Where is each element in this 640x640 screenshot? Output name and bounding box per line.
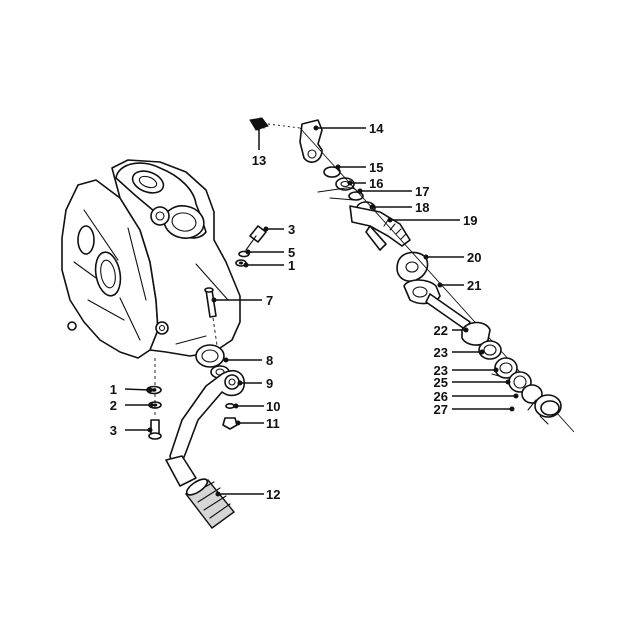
callout-7: 7 <box>266 293 273 308</box>
callout-11: 11 <box>266 416 280 431</box>
callout-2: 2 <box>110 398 117 413</box>
return-spring-27 <box>527 394 562 425</box>
transmission-housing <box>61 159 241 359</box>
callout-16: 16 <box>369 176 383 191</box>
seal-ring-8 <box>195 344 225 368</box>
callout-18: 18 <box>415 200 429 215</box>
toothed-segment-19 <box>349 205 411 251</box>
callout-26: 26 <box>434 389 448 404</box>
bushing-22 <box>461 321 491 346</box>
shift-pawl-14 <box>299 119 323 163</box>
callout-3-right: 3 <box>288 222 295 237</box>
kickstart-lever <box>165 370 246 487</box>
kickstart-shaft-21 <box>403 279 471 331</box>
callout-8: 8 <box>266 353 273 368</box>
washer-26 <box>521 384 543 404</box>
screw-plug-13 <box>249 117 269 131</box>
clamp-bolt-10 <box>225 402 235 409</box>
callout-22: 22 <box>434 323 448 338</box>
clamp-nut-11 <box>222 417 238 430</box>
callout-21: 21 <box>467 278 481 293</box>
callout-14: 14 <box>369 121 384 136</box>
plug-axis <box>267 123 301 129</box>
callout-12: 12 <box>266 487 280 502</box>
callout-23-a: 23 <box>434 345 448 360</box>
callout-17: 17 <box>415 184 429 199</box>
callout-labels: 1 2 3 3 5 1 7 8 9 10 11 12 13 14 15 16 1… <box>110 121 482 502</box>
pin-7 <box>204 287 217 318</box>
callout-9: 9 <box>266 376 273 391</box>
callout-1-left: 1 <box>110 382 117 397</box>
callout-13: 13 <box>252 153 266 168</box>
thrust-washer-23a <box>478 340 502 360</box>
callout-25: 25 <box>434 375 448 390</box>
leader-lines <box>124 124 519 497</box>
left-bolt-3 <box>148 419 162 440</box>
callout-1-right: 1 <box>288 258 295 273</box>
callout-27: 27 <box>434 402 448 417</box>
callout-20: 20 <box>467 250 481 265</box>
callout-19: 19 <box>463 213 477 228</box>
callout-5: 5 <box>288 245 295 260</box>
ratchet-20 <box>396 251 429 282</box>
callout-15: 15 <box>369 160 383 175</box>
callout-10: 10 <box>266 399 280 414</box>
stud-bolt-3 <box>245 225 267 251</box>
kick-rubber-12 <box>184 478 236 529</box>
callout-3-left: 3 <box>110 423 117 438</box>
callout-23-b: 23 <box>434 363 448 378</box>
